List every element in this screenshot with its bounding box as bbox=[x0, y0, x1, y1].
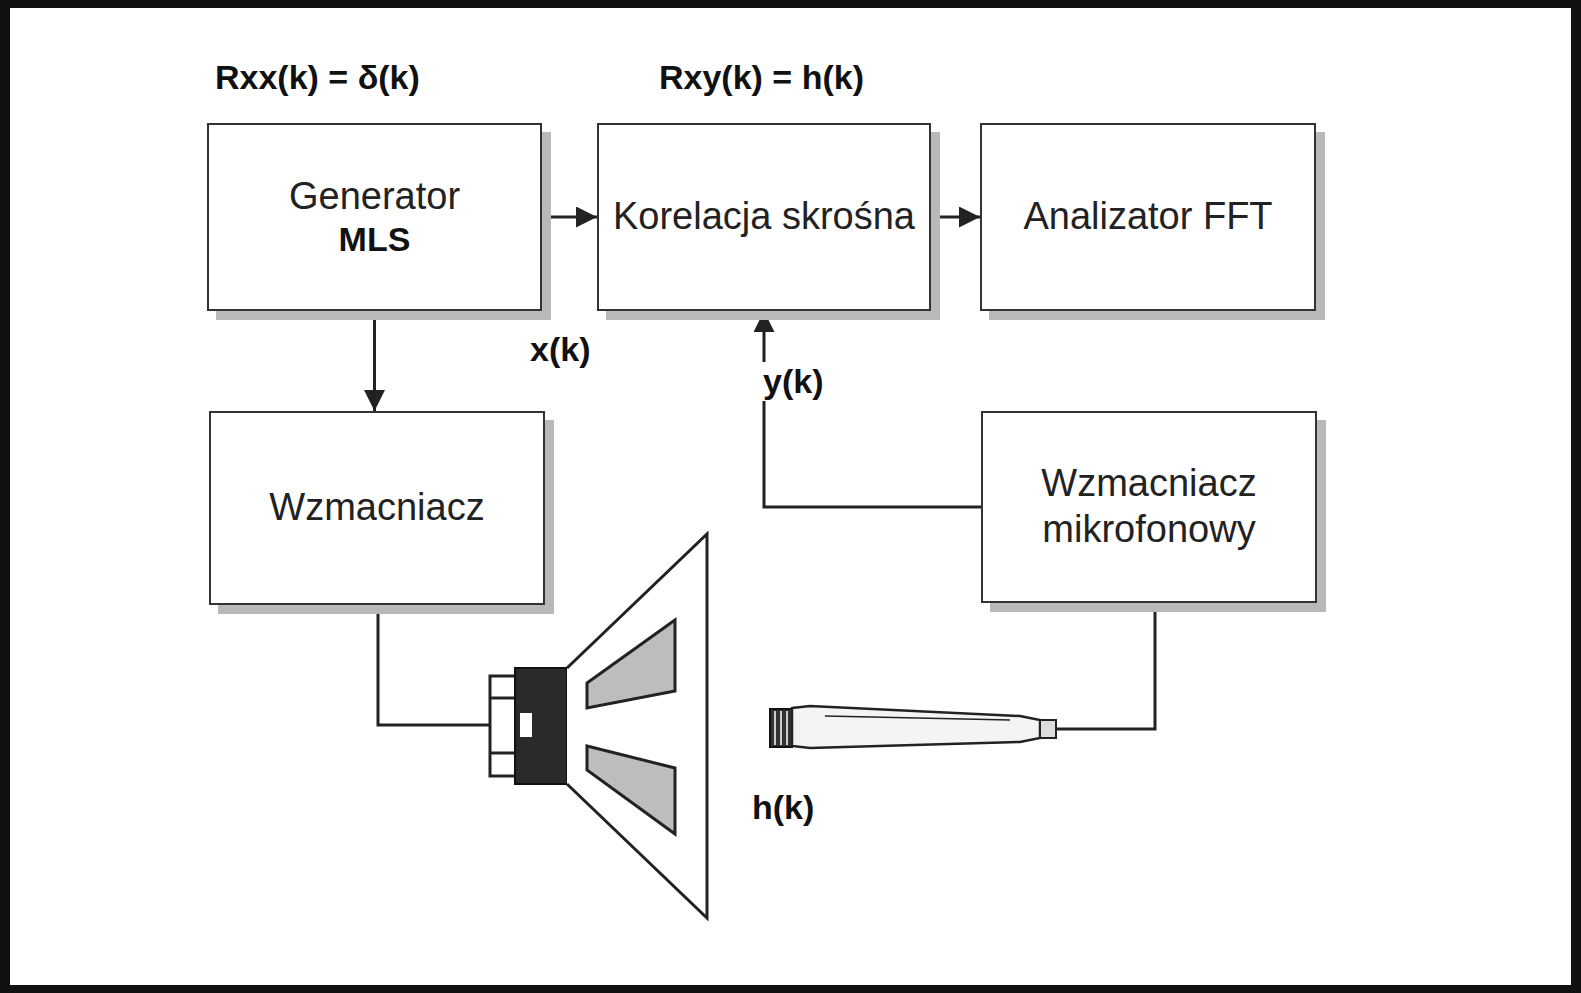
fft-analyzer-box: Analizator FFT bbox=[980, 123, 1316, 311]
signal-arrow bbox=[764, 311, 981, 507]
amplifier-box: Wzmacniacz bbox=[209, 411, 545, 605]
box-text: MLS bbox=[339, 219, 411, 260]
box-text: Wzmacniacz bbox=[269, 485, 484, 531]
box-text: Korelacja skrośna bbox=[613, 194, 915, 240]
sheet: GeneratorMLS Korelacja skrośna Analizator … bbox=[10, 8, 1571, 985]
signal-arrow bbox=[542, 216, 597, 219]
amp-to-speaker-wire bbox=[378, 600, 490, 725]
mic-amplifier-box: Wzmacniacz mikrofonowy bbox=[981, 411, 1317, 603]
signal-label: Rxy(k) = h(k) bbox=[657, 58, 866, 97]
signal-arrow bbox=[931, 216, 980, 219]
signal-label: Rxx(k) = δ(k) bbox=[213, 58, 422, 97]
mic-to-preamp-wire bbox=[1056, 598, 1155, 729]
generator-box: GeneratorMLS bbox=[207, 123, 542, 311]
microphone bbox=[770, 706, 1056, 748]
box-text: Generator bbox=[289, 174, 460, 220]
box-text: Wzmacniacz mikrofonowy bbox=[996, 461, 1302, 552]
signal-label: y(k) bbox=[761, 362, 825, 401]
box-text: Analizator FFT bbox=[1023, 194, 1272, 240]
signal-label: x(k) bbox=[528, 330, 592, 369]
signal-arrow bbox=[373, 311, 376, 411]
signal-label: h(k) bbox=[750, 788, 816, 827]
correlation-box: Korelacja skrośna bbox=[597, 123, 931, 311]
